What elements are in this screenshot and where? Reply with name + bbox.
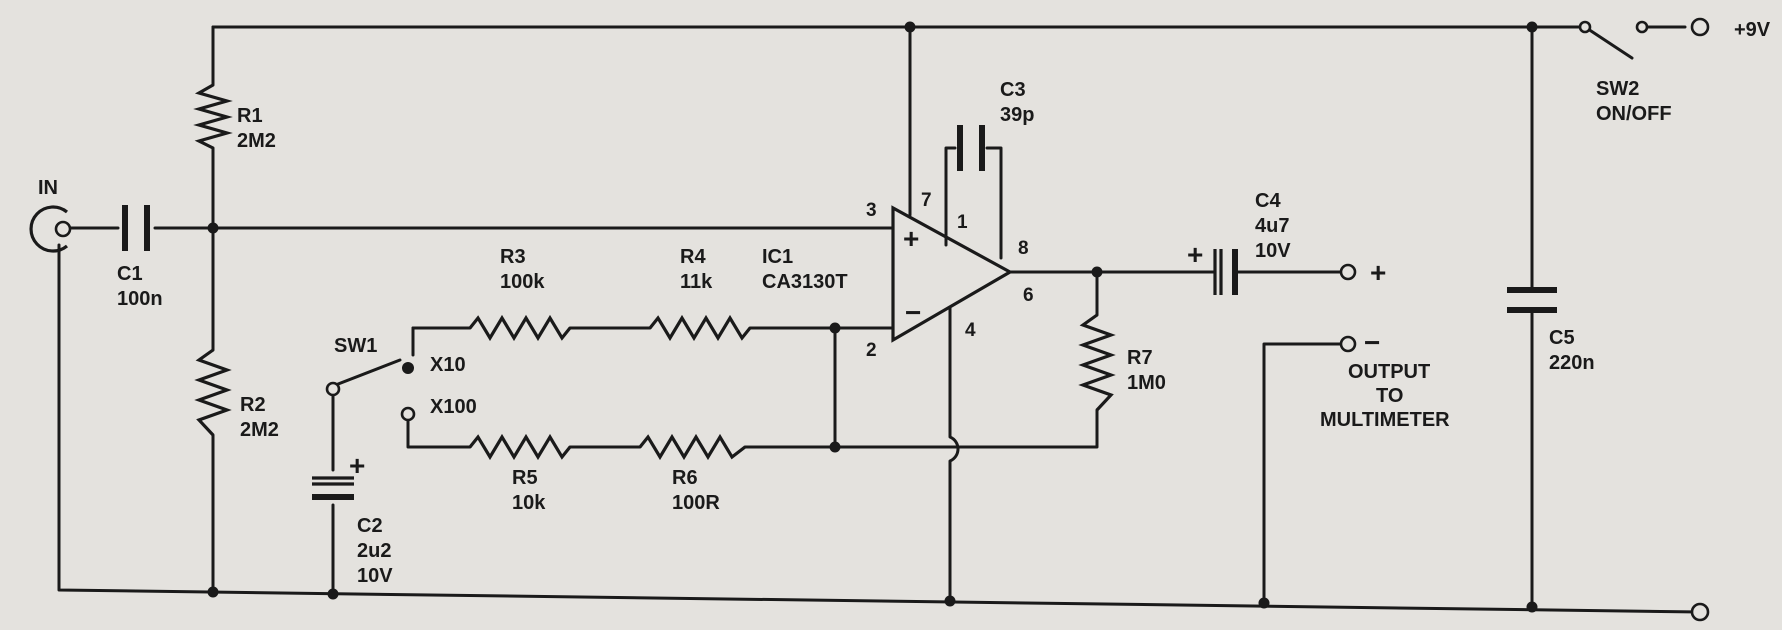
resistor-r1: R1 2M2	[193, 83, 276, 152]
input-jack: IN	[29, 177, 72, 253]
output-minus-sign: −	[1364, 327, 1380, 358]
c4-name-label: C4	[1255, 190, 1281, 212]
r3-value-label: 100k	[500, 271, 545, 293]
c3-name-label: C3	[1000, 79, 1026, 101]
resistor-r6: R6 100R	[638, 433, 746, 514]
resistor-r7: R7 1M0	[1078, 313, 1166, 412]
sw1-x10-label: X10	[430, 354, 466, 376]
sw1-x100-label: X100	[430, 396, 477, 418]
resistor-r5: R5 10k	[468, 433, 572, 514]
output-label-line3: MULTIMETER	[1320, 409, 1450, 431]
c2-voltage-label: 10V	[357, 565, 393, 587]
in-label: IN	[38, 177, 58, 199]
supply-label: +9V	[1734, 19, 1771, 41]
c4-plus-sign: +	[1187, 239, 1203, 270]
pin-1-label: 1	[957, 212, 968, 233]
ic1-minus-sign: −	[905, 297, 921, 328]
r5-name-label: R5	[512, 467, 538, 489]
r4-value-label: 11k	[680, 271, 713, 293]
pin-3-label: 3	[866, 200, 877, 221]
ic1-name-label: IC1	[762, 246, 793, 268]
c2-value-label: 2u2	[357, 540, 391, 562]
junction-dots	[207, 21, 1538, 613]
capacitor-c2: + C2 2u2 10V	[312, 450, 393, 587]
output-plus-sign: +	[1370, 257, 1386, 288]
c2-name-label: C2	[357, 515, 383, 537]
r7-value-label: 1M0	[1127, 372, 1166, 394]
r2-value-label: 2M2	[240, 419, 279, 441]
c2-plus-sign: +	[349, 450, 365, 481]
r6-name-label: R6	[672, 467, 698, 489]
sw2-name-label: SW2	[1596, 78, 1639, 100]
capacitor-c3: C3 39p	[957, 79, 1034, 171]
c3-value-label: 39p	[1000, 104, 1034, 126]
wires	[57, 25, 1702, 614]
sw2-state-label: ON/OFF	[1596, 103, 1672, 125]
ic1-part-label: CA3130T	[762, 271, 848, 293]
capacitor-c5: C5 220n	[1507, 287, 1595, 374]
c5-value-label: 220n	[1549, 352, 1595, 374]
c4-voltage-label: 10V	[1255, 240, 1291, 262]
c1-name-label: C1	[117, 263, 143, 285]
r7-name-label: R7	[1127, 347, 1153, 369]
resistor-r4: R4 11k	[648, 246, 752, 342]
r6-value-label: 100R	[672, 492, 720, 514]
c5-name-label: C5	[1549, 327, 1575, 349]
r4-name-label: R4	[680, 246, 706, 268]
capacitor-c1: C1 100n	[117, 205, 163, 310]
pin-4-label: 4	[965, 320, 976, 341]
r1-value-label: 2M2	[237, 130, 276, 152]
output-terminals: + − OUTPUT TO MULTIMETER	[1320, 257, 1450, 431]
opamp-ic1: + − IC1 CA3130T 3 2 7 1 8 6 4	[762, 190, 1034, 361]
output-label-line1: OUTPUT	[1348, 361, 1430, 383]
r2-name-label: R2	[240, 394, 266, 416]
r3-name-label: R3	[500, 246, 526, 268]
pin-8-label: 8	[1018, 238, 1029, 259]
r5-value-label: 10k	[512, 492, 546, 514]
capacitor-c4: + C4 4u7 10V	[1187, 190, 1291, 295]
resistor-r2: R2 2M2	[194, 348, 279, 441]
c4-value-label: 4u7	[1255, 215, 1289, 237]
pin-6-label: 6	[1023, 285, 1034, 306]
pin-7-label: 7	[921, 190, 932, 211]
resistor-r3: R3 100k	[468, 246, 572, 342]
switch-sw1: SW1 X10 X100	[325, 335, 477, 422]
output-label-line2: TO	[1376, 385, 1403, 407]
r1-name-label: R1	[237, 105, 263, 127]
ground-terminal	[1690, 602, 1710, 622]
c1-value-label: 100n	[117, 288, 163, 310]
sw1-name-label: SW1	[334, 335, 377, 357]
switch-sw2: +9V SW2 ON/OFF	[1578, 17, 1771, 125]
pin-2-label: 2	[866, 340, 877, 361]
ic1-plus-sign: +	[903, 223, 919, 254]
